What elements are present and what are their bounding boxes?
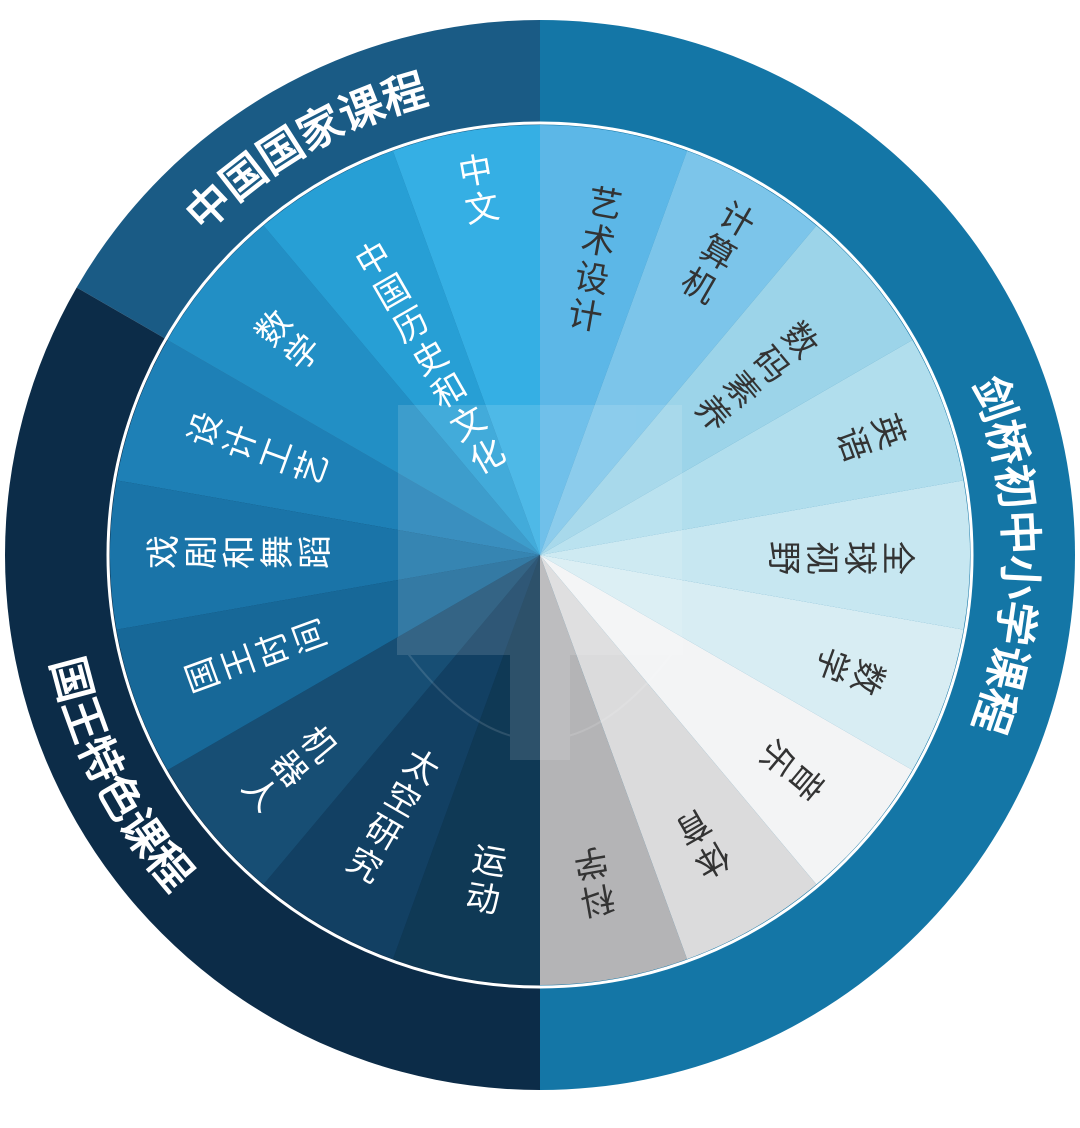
wedge-14 [116,340,541,555]
ring-divider [106,121,974,989]
wedge-17 [392,125,540,555]
wedge-15 [167,225,540,555]
shield-watermark [397,405,683,760]
wedge-6 [540,555,913,885]
wedge-8 [540,555,688,985]
segment-label: 全球视野 [764,534,916,575]
wedge-3 [540,340,964,555]
wedge-5 [540,555,964,770]
wedge-0 [540,125,688,555]
wedge-2 [540,225,913,555]
wedge-12 [116,555,541,770]
wedge-9 [392,555,540,985]
wedge-10 [263,555,540,960]
wedge-7 [540,555,817,960]
wedge-4 [540,480,971,630]
segment-label: 戏剧和舞蹈 [145,535,335,576]
wedge-16 [263,150,540,555]
wedge-13 [110,480,540,630]
wedge-1 [540,150,817,555]
wedge-11 [167,555,540,885]
